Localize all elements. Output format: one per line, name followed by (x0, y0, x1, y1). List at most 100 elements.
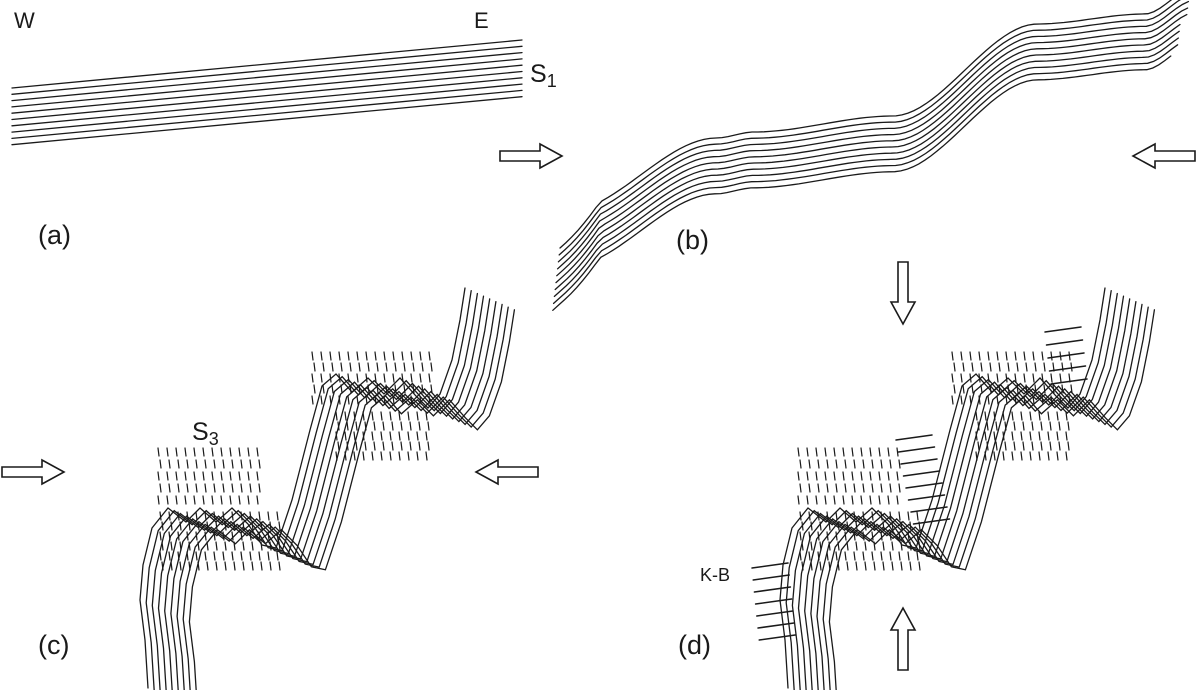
cleavage-tick (320, 351, 323, 361)
cleavage-tick (195, 459, 198, 469)
cleavage-tick (993, 411, 996, 421)
cleavage-tick (989, 362, 992, 372)
layer-line (559, 0, 1173, 249)
cleavage-tick (340, 384, 343, 394)
cleavage-tick (909, 561, 912, 571)
cleavage-tick (1023, 373, 1026, 383)
cleavage-tick (826, 511, 829, 521)
cleavage-tick (873, 561, 876, 571)
cleavage-tick (853, 459, 856, 469)
layer-line (556, 13, 1188, 277)
cleavage-tick (215, 521, 218, 531)
cleavage-tick (1068, 395, 1071, 405)
cleavage-tick (980, 384, 983, 394)
layer-line (182, 306, 509, 690)
cleavage-tick (828, 521, 831, 531)
cleavage-tick (231, 511, 234, 521)
cleavage-tick (1002, 451, 1005, 461)
cleavage-tick (842, 495, 845, 505)
cleavage-tick (374, 351, 377, 361)
cleavage-tick (175, 471, 178, 481)
cleavage-tick (394, 384, 397, 394)
cleavage-tick (851, 495, 854, 505)
cleavage-tick (833, 471, 836, 481)
cleavage-tick (170, 521, 173, 531)
cleavage-tick (971, 362, 974, 372)
cleavage-tick (204, 531, 207, 541)
kink-band-tick (753, 586, 792, 593)
cleavage-tick (1011, 431, 1014, 441)
cleavage-tick (416, 431, 419, 441)
cleavage-tick (1043, 362, 1046, 372)
cleavage-tick (267, 531, 270, 541)
cleavage-tick (220, 495, 223, 505)
cleavage-tick (335, 451, 338, 461)
cleavage-tick (401, 373, 404, 383)
kink-band-tick (902, 470, 941, 477)
cleavage-tick (211, 447, 214, 457)
cleavage-tick (383, 351, 386, 361)
cleavage-tick (900, 521, 903, 531)
layer-line (151, 292, 479, 690)
cleavage-tick (168, 483, 171, 493)
cleavage-tick (1041, 395, 1044, 405)
foliation-s1-label: S1 (530, 60, 557, 91)
kink-band-tick (897, 446, 936, 453)
cleavage-tick (871, 459, 874, 469)
cleavage-tick (229, 495, 232, 505)
cleavage-tick (826, 483, 829, 493)
cleavage-tick (916, 511, 919, 521)
cleavage-tick (873, 541, 876, 551)
cleavage-tick (392, 351, 395, 361)
cleavage-tick (247, 447, 250, 457)
cleavage-tick (195, 531, 198, 541)
cleavage-tick (186, 483, 189, 493)
cleavage-tick (278, 561, 281, 571)
layer-line (785, 290, 1112, 690)
cleavage-tick (1059, 373, 1062, 383)
cleavage-tick (249, 483, 252, 493)
cleavage-tick (806, 495, 809, 505)
kink-band-tick (754, 598, 793, 605)
cleavage-tick (869, 471, 872, 481)
cleavage-tick (347, 395, 350, 405)
cleavage-tick (356, 351, 359, 361)
cleavage-tick (222, 531, 225, 541)
cleavage-tick (269, 521, 272, 531)
cleavage-tick (240, 551, 243, 561)
cleavage-tick (1032, 373, 1035, 383)
cleavage-tick (168, 531, 171, 541)
cleavage-tick (238, 471, 241, 481)
cleavage-tick (382, 441, 385, 451)
layer-line (557, 0, 1190, 263)
cleavage-tick (418, 441, 421, 451)
cleavage-tick (1058, 441, 1061, 451)
cleavage-tick (969, 351, 972, 361)
cleavage-tick (900, 541, 903, 551)
cleavage-tick (799, 459, 802, 469)
kink-band-tick (912, 518, 951, 525)
cleavage-tick (898, 459, 901, 469)
layer-line (11, 70, 523, 121)
cleavage-tick (842, 471, 845, 481)
cleavage-tick (215, 541, 218, 551)
cleavage-tick (389, 431, 392, 441)
cleavage-tick (240, 511, 243, 521)
cleavage-tick (896, 471, 899, 481)
cleavage-tick (889, 531, 892, 541)
layer-line (816, 303, 1143, 690)
compression-arrows (1, 142, 1196, 671)
cleavage-tick (188, 521, 191, 531)
layer-line (188, 309, 516, 690)
cleavage-tick (984, 431, 987, 441)
cleavage-tick (222, 459, 225, 469)
layer-line (828, 309, 1156, 690)
cleavage-tick (891, 541, 894, 551)
cleavage-tick (197, 561, 200, 571)
cleavage-tick (373, 441, 376, 451)
cleavage-tick (238, 495, 241, 505)
cleavage-tick (177, 531, 180, 541)
cleavage-tick (824, 447, 827, 457)
cleavage-tick (1047, 431, 1050, 441)
